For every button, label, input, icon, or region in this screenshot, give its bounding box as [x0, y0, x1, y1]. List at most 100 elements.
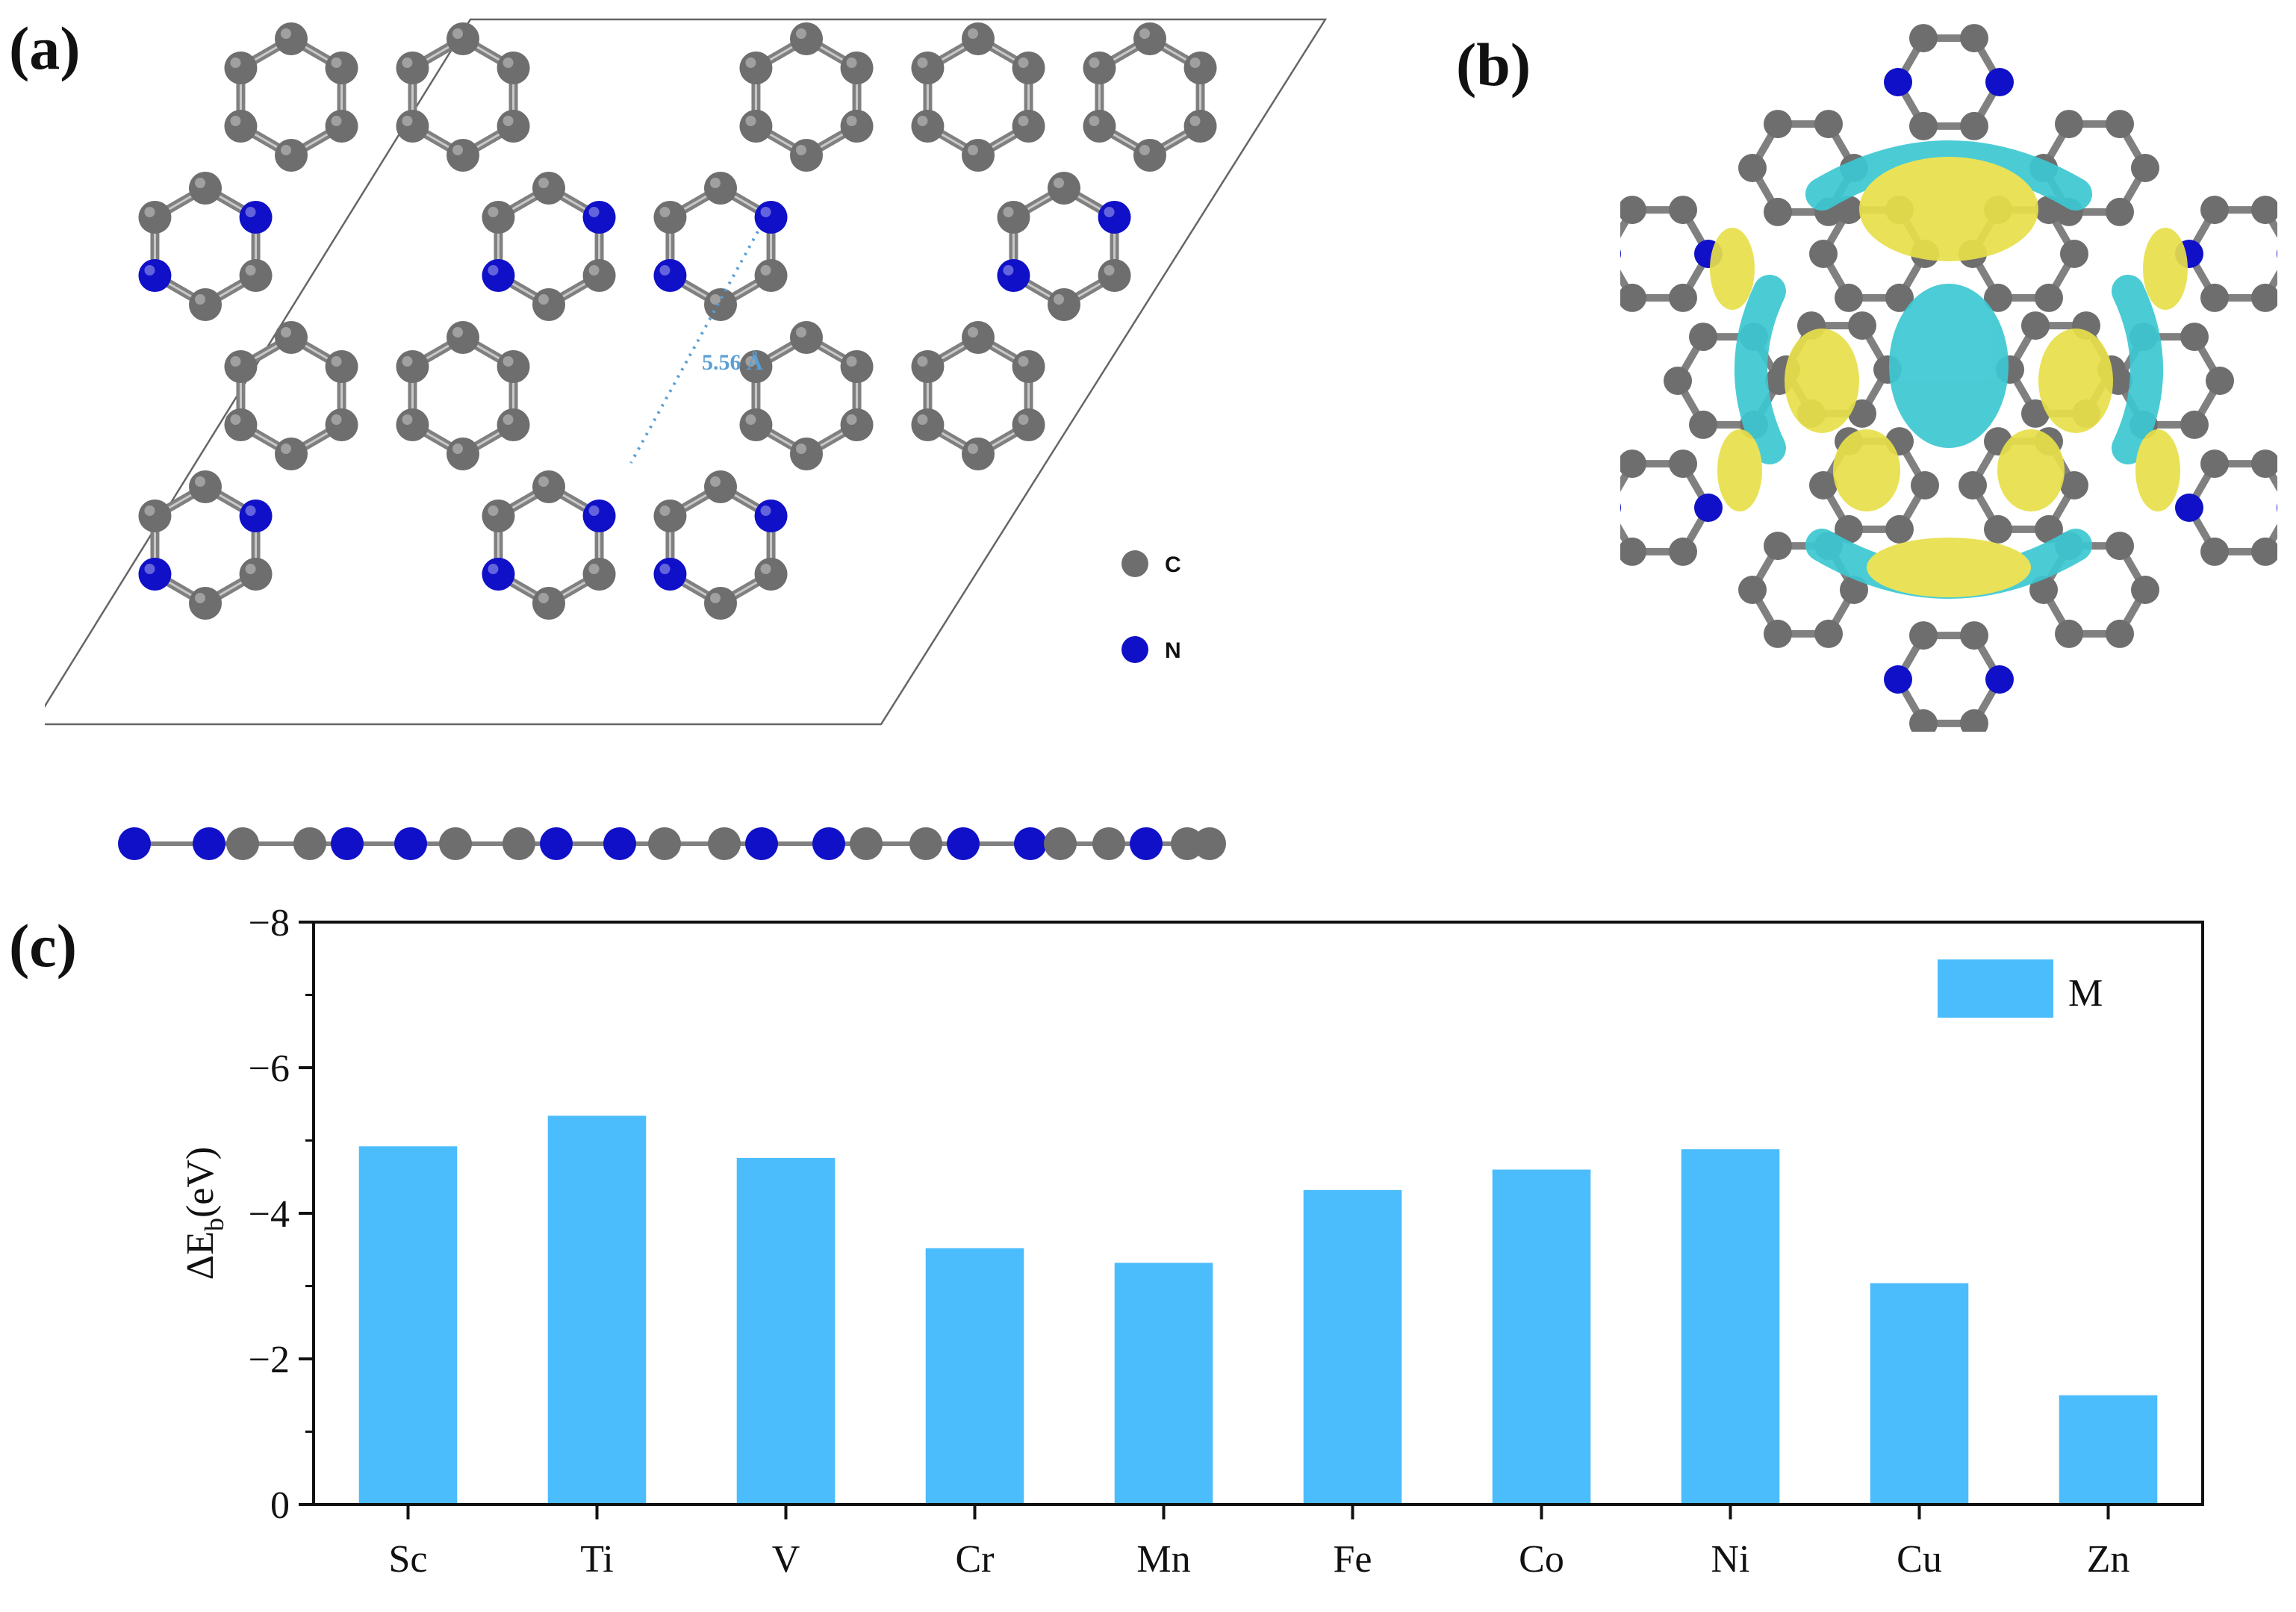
- atom-sphere: [840, 350, 874, 383]
- side-atom-sphere: [745, 827, 778, 860]
- atom-shine: [745, 356, 756, 367]
- atom-sphere: [704, 172, 737, 205]
- atom-sphere: [224, 110, 258, 143]
- atom-shine: [1054, 294, 1064, 305]
- side-atom-sphere: [540, 827, 573, 860]
- carbon-atom: [497, 408, 530, 441]
- carbon-atom: [739, 110, 773, 143]
- atom-shine: [796, 145, 806, 155]
- atom-shine: [488, 207, 499, 217]
- b-nitrogen-atom: [1694, 494, 1723, 522]
- side-nitrogen-atom: [1130, 827, 1163, 860]
- b-carbon-atom: [1984, 283, 2012, 312]
- nitrogen-atom: [239, 201, 273, 234]
- atom-shine: [588, 265, 600, 276]
- side-atom-sphere: [193, 827, 225, 860]
- b-carbon-atom: [2021, 311, 2050, 340]
- atom-sphere: [138, 201, 172, 234]
- atom-shine: [144, 505, 155, 516]
- b-carbon-atom: [2021, 399, 2050, 428]
- atom-shine: [1018, 356, 1029, 367]
- side-carbon-atom: [293, 827, 326, 860]
- atom-shine: [245, 265, 256, 276]
- atom-sphere: [704, 288, 737, 321]
- unit-cell-outline: [45, 18, 1328, 726]
- b-carbon-atom: [2029, 576, 2058, 604]
- y-tick-label: −6: [249, 1048, 290, 1090]
- nitrogen-atom: [482, 259, 515, 292]
- atom-sphere: [1012, 408, 1045, 441]
- atom-sphere: [911, 52, 945, 84]
- atom-shine: [281, 28, 291, 39]
- atom-shine: [968, 28, 978, 39]
- atom-sphere: [189, 587, 222, 620]
- atom-sphere: [396, 52, 429, 84]
- carbon-atom: [739, 350, 773, 383]
- atom-shine: [538, 476, 549, 487]
- side-atom-sphere: [118, 827, 151, 860]
- carbon-atom: [997, 201, 1030, 234]
- atom-shine: [1189, 116, 1201, 126]
- atom-sphere: [325, 408, 358, 441]
- atom-sphere: [482, 500, 515, 532]
- side-carbon-atom: [850, 827, 883, 860]
- carbon-atom: [275, 321, 308, 354]
- atom-shine: [1003, 265, 1014, 276]
- side-carbon-atom: [708, 827, 741, 860]
- carbon-atom: [224, 350, 258, 383]
- atom-sphere: [840, 408, 874, 441]
- y-axis: 0−2−4−6−8: [249, 902, 314, 1527]
- atom-shine: [846, 57, 857, 68]
- atom-sphere: [482, 259, 515, 292]
- b-carbon-atom: [2200, 449, 2229, 479]
- carbon-atom: [840, 408, 874, 441]
- atom-sphere: [1012, 350, 1045, 383]
- b-carbon-atom: [1911, 471, 1939, 500]
- b-carbon-atom: [1689, 323, 1717, 352]
- nitrogen-atom: [754, 201, 788, 234]
- b-carbon-atom: [1764, 197, 1792, 226]
- atom-shine: [917, 57, 928, 68]
- atom-shine: [968, 327, 978, 337]
- atom-sphere: [1048, 172, 1080, 205]
- atom-shine: [1003, 207, 1014, 217]
- accumulation-upper-left: [1710, 228, 1755, 310]
- x-tick-label: Cu: [1897, 1538, 1942, 1581]
- carbon-atom: [497, 110, 530, 143]
- distance-line: [629, 231, 759, 464]
- bar-cu: [1870, 1283, 1969, 1504]
- atom-shine: [760, 207, 771, 217]
- nitrogen-atom: [653, 558, 687, 591]
- legend-carbon-marker: [1121, 550, 1148, 577]
- panel-label-a: (a): [9, 14, 81, 82]
- atom-sphere: [497, 350, 530, 383]
- side-atom-sphere: [1130, 827, 1163, 860]
- atom-sphere: [1012, 110, 1045, 143]
- atom-shine: [796, 327, 806, 337]
- atom-sphere: [396, 408, 429, 441]
- atom-sphere: [239, 500, 273, 532]
- carbon-atom: [704, 172, 737, 205]
- carbon-atom: [447, 321, 479, 354]
- atom-sphere: [482, 558, 515, 591]
- chart-legend: M: [1938, 959, 2103, 1018]
- atom-shine: [538, 178, 549, 188]
- side-atom-sphere: [648, 827, 681, 860]
- atom-sphere: [275, 438, 308, 470]
- carbon-atom: [790, 139, 823, 172]
- atom-shine: [281, 327, 291, 337]
- carbon-atom: [189, 172, 222, 205]
- carbon-atom: [1183, 110, 1217, 143]
- nitrogen-atom: [482, 558, 515, 591]
- b-carbon-atom: [2251, 283, 2277, 312]
- atom-sphere: [704, 470, 737, 503]
- b-carbon-atom: [2106, 532, 2134, 561]
- b-carbon-atom: [1738, 576, 1767, 604]
- atom-sphere: [1098, 259, 1131, 292]
- b-carbon-atom: [1669, 196, 1697, 225]
- side-atom-sphere: [603, 827, 636, 860]
- nitrogen-atom: [997, 259, 1030, 292]
- carbon-atom: [739, 52, 773, 84]
- carbon-atom: [704, 288, 737, 321]
